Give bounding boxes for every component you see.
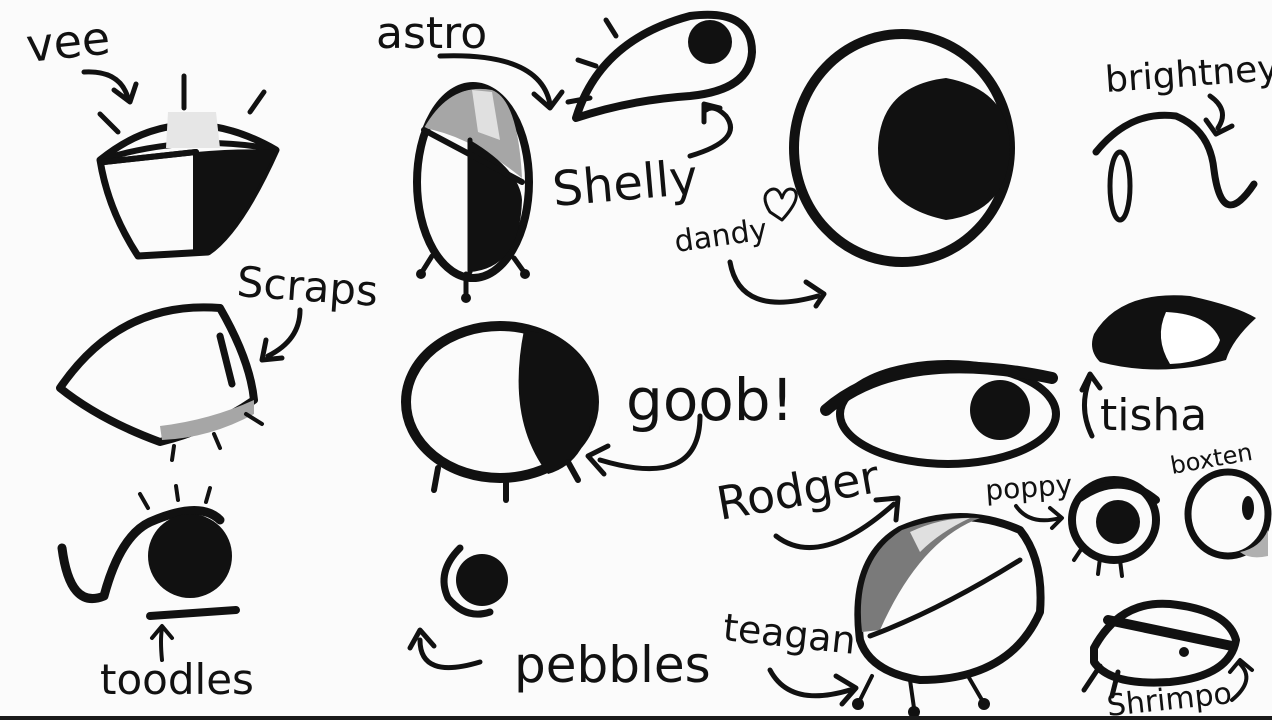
teagan-eye <box>852 513 1045 718</box>
arrow-brightney <box>1207 93 1225 131</box>
label-tisha: tisha <box>1100 390 1207 441</box>
label-dandy: dandy <box>672 212 769 260</box>
arrow-toodles <box>159 626 164 662</box>
arrow-rodger <box>773 501 897 551</box>
bottom-border <box>0 716 1272 720</box>
arrow-teagan <box>767 667 853 699</box>
arrow-goob <box>597 413 703 472</box>
label-teagan: teagan <box>721 605 858 663</box>
boxten-eye <box>1184 468 1272 560</box>
scraps-eye <box>56 303 264 462</box>
label-shelly: Shelly <box>550 149 700 217</box>
toodles-eye <box>57 484 240 620</box>
arrow-dandy <box>727 259 821 305</box>
poppy-eye <box>1068 476 1160 578</box>
arrow-shelly <box>687 105 733 159</box>
shrimpo-eye <box>1081 599 1240 699</box>
arrow-shrimpo <box>1230 662 1249 702</box>
heart-icon <box>763 187 798 222</box>
label-pebbles: pebbles <box>514 636 711 694</box>
label-goob: goob! <box>626 366 794 434</box>
arrow-poppy <box>1014 504 1062 523</box>
astro-eye <box>413 82 533 303</box>
dandy-eye <box>789 29 1015 267</box>
label-rodger: Rodger <box>713 449 884 531</box>
label-vee: vee <box>24 10 113 72</box>
vee-eye <box>96 73 280 260</box>
arrow-scraps <box>265 307 303 359</box>
arrow-vee <box>81 69 131 101</box>
brightney-eye <box>1092 111 1258 223</box>
arrow-astro <box>437 53 553 107</box>
rodger-eye <box>820 360 1060 468</box>
arrow-pebbles <box>417 637 483 671</box>
label-astro: astro <box>376 8 487 59</box>
shelly-eye <box>565 10 756 122</box>
label-poppy: poppy <box>984 468 1073 507</box>
label-scraps: Scraps <box>235 257 379 316</box>
tisha-eye <box>1092 295 1256 370</box>
pebbles-eye <box>440 544 508 618</box>
label-toodles: toodles <box>100 655 254 704</box>
goob-eye <box>401 321 599 503</box>
label-brightney: brightney <box>1104 48 1272 101</box>
